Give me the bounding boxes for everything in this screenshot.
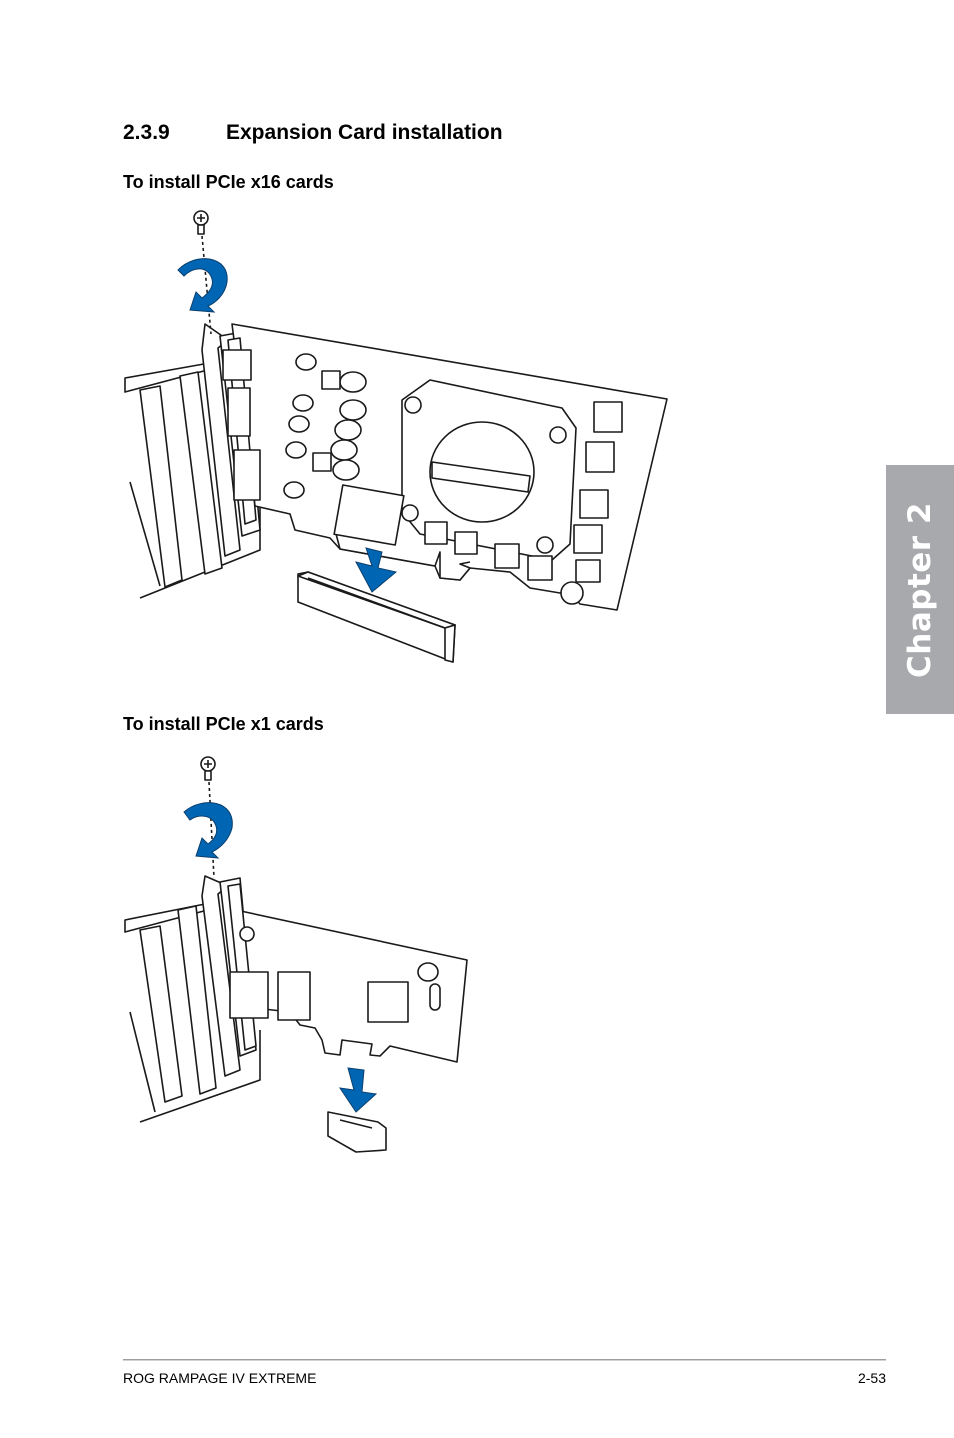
port-block [277, 971, 311, 1021]
screw-icon [193, 210, 212, 335]
rotate-arrow-icon [177, 258, 228, 313]
footer-product-name: ROG RAMPAGE IV EXTREME [123, 1370, 317, 1386]
section-number: 2.3.9 [123, 121, 170, 144]
memory-area [333, 484, 405, 546]
footer-page-number: 2-53 [857, 1370, 886, 1386]
pcie-x16-slot [297, 571, 456, 663]
dvi-port-2 [233, 449, 261, 501]
screw-icon [200, 756, 216, 879]
pcie-x16-diagram [124, 210, 668, 663]
chapter-tab: Chapter 2 [886, 465, 954, 714]
memory-chips [424, 401, 623, 605]
section-title: 2.3.9 Expansion Card installation [123, 121, 503, 145]
pcie-x1-diagram [124, 756, 468, 1153]
insert-arrow-icon [338, 1067, 378, 1113]
section-heading: Expansion Card installation [226, 121, 503, 144]
dvi-port [227, 387, 251, 437]
rj45-port [229, 971, 269, 1019]
pcie-x16-install-illustration [110, 200, 690, 680]
subheading-pcie-x16: To install PCIe x16 cards [123, 172, 334, 192]
controller-chip [367, 981, 409, 1023]
footer-divider [123, 1359, 886, 1361]
capacitors [283, 353, 367, 499]
chapter-tab-label: Chapter 2 [902, 501, 938, 678]
rotate-arrow-icon [183, 802, 233, 859]
insert-arrow-icon [355, 547, 398, 593]
pcie-x1-slot [327, 1111, 387, 1153]
subheading-pcie-x1: To install PCIe x1 cards [123, 714, 324, 734]
pcie-x1-install-illustration [110, 750, 490, 1170]
port-1 [222, 349, 252, 381]
